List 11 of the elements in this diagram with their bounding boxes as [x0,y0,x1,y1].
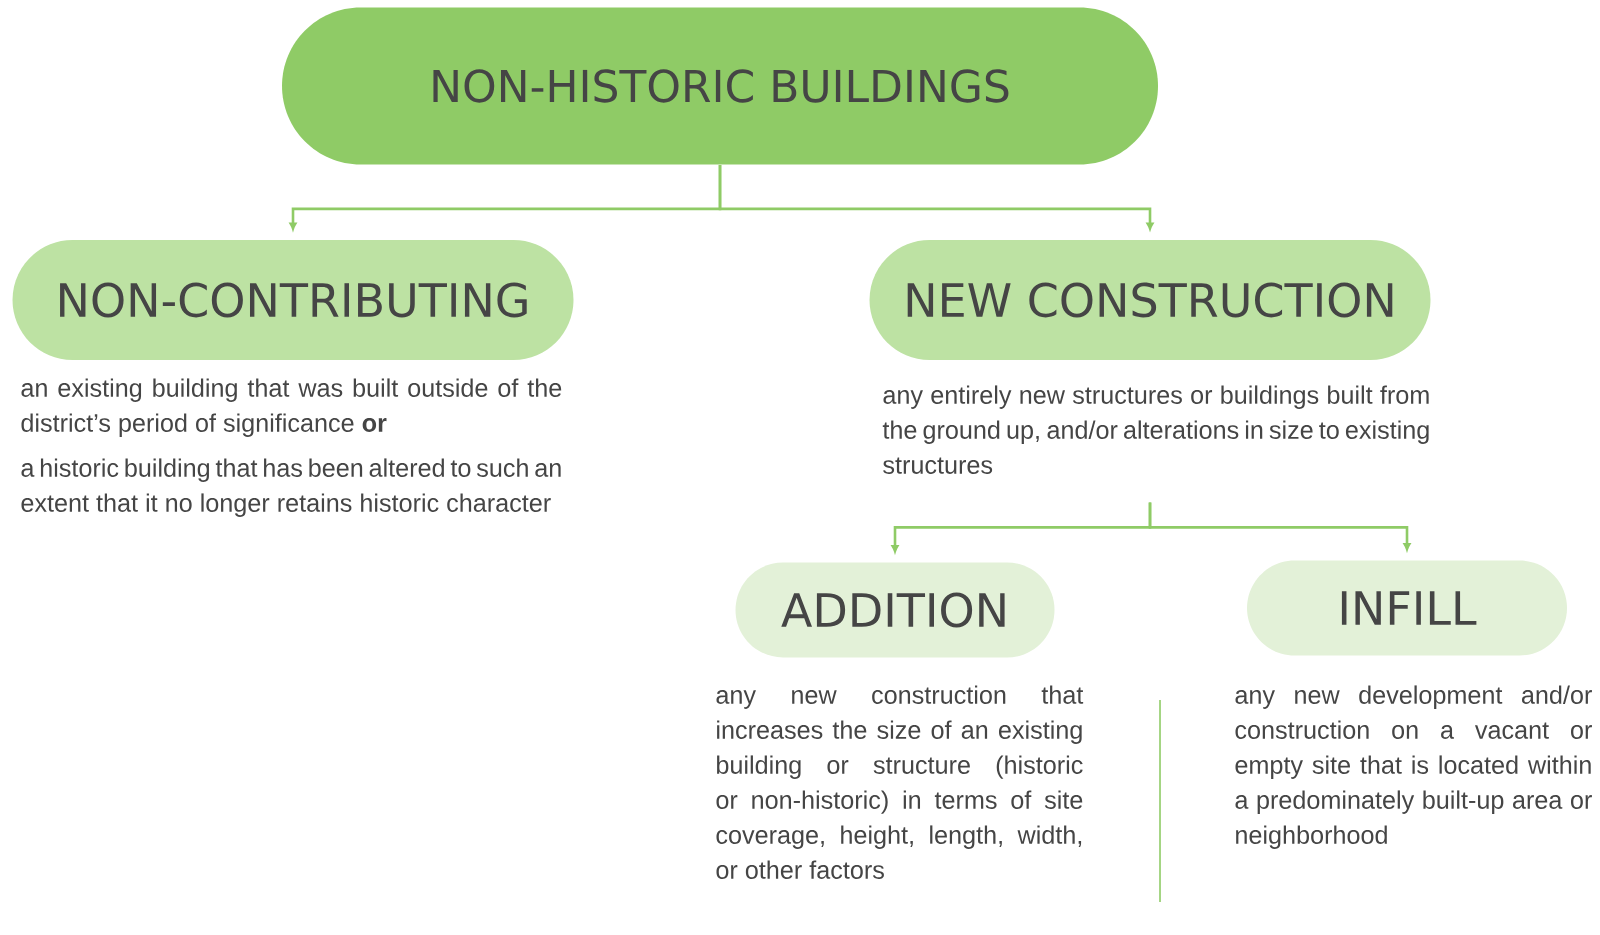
arrow [718,164,1154,231]
pill-box: NON-HISTORIC BUILDINGS [282,7,1158,165]
pill-box: ADDITION [735,562,1055,658]
description-text: any new construction that increases the size of an existing building or structure (historic or non-historic) in terms of site coverage, height, length, width, or other factors [716,685,1084,879]
pill-box: NEW CONSTRUCTION [869,240,1431,360]
description-text: any new development and/or construction on a vacant or empty site that is located within a predominately built-up area or neighborhood [1235,685,1592,849]
arrow [1148,502,1411,551]
description-text: any entirely new structures or buildings built from the ground up, and/or alterations in size to existing structures [882,385,1429,474]
pill-box: INFILL [1247,560,1567,656]
pill-box: NON-CONTRIBUTING [12,240,574,360]
description-text: a historic building that has been altered to such an extent that it no longer retains historic character [21,458,561,517]
